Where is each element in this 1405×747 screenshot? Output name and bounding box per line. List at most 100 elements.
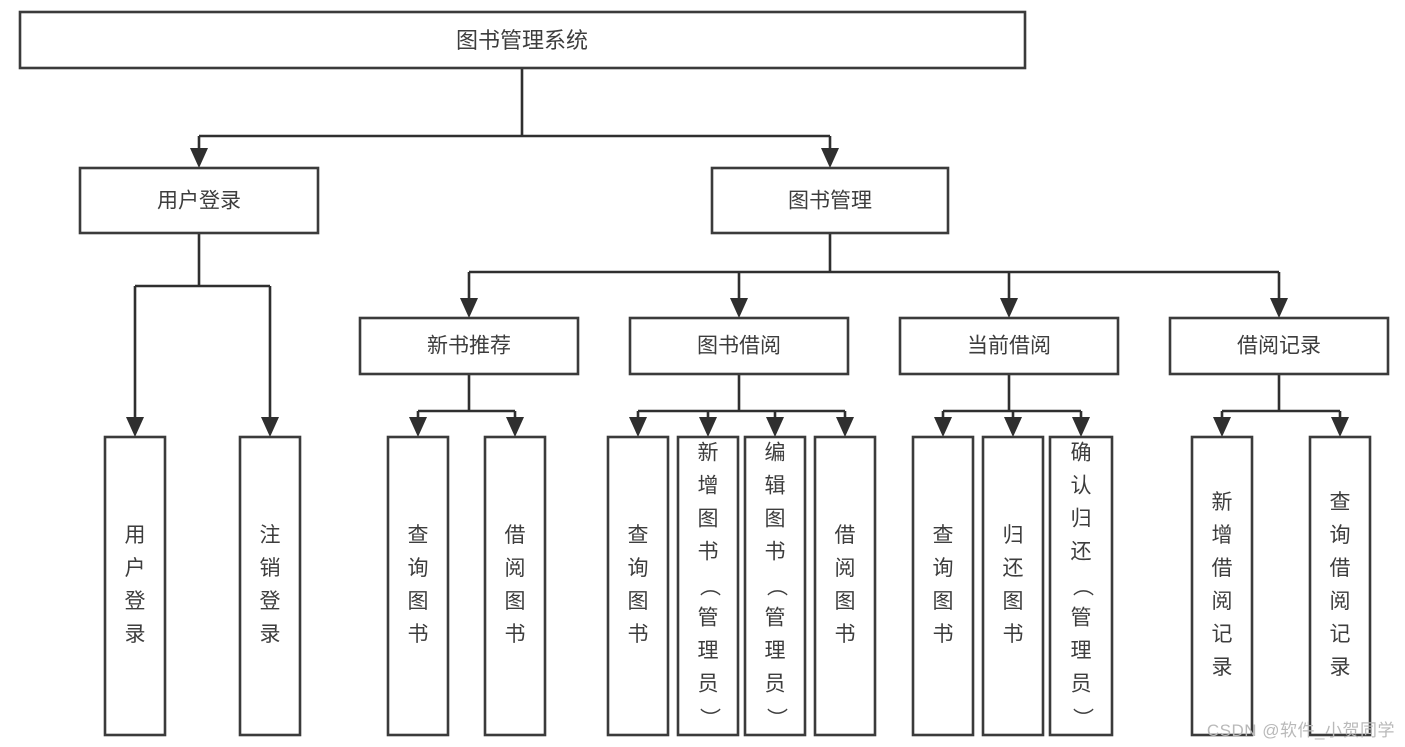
svg-text:录: 录: [260, 623, 281, 646]
svg-text:图: 图: [1003, 590, 1024, 613]
arrow-head-leaf-query-book-rec: [409, 417, 427, 437]
arrow-head-user-login: [190, 148, 208, 168]
svg-text:询: 询: [1330, 524, 1351, 547]
node-leaf-query-book-borrow-box[interactable]: [606, 435, 670, 737]
node-leaf-edit-book-box[interactable]: [743, 435, 807, 737]
node-book-borrow-box[interactable]: [628, 316, 850, 376]
node-borrow-record[interactable]: 借阅记录: [1168, 316, 1390, 376]
svg-text:）: ）: [764, 708, 787, 729]
arrow-head-book-borrow: [730, 298, 748, 318]
node-root-box[interactable]: [18, 10, 1027, 70]
node-root[interactable]: 图书管理系统: [18, 10, 1027, 70]
svg-text:阅: 阅: [505, 557, 526, 580]
node-current-borrow-box[interactable]: [898, 316, 1120, 376]
arrow-head-new-book-recommend: [460, 298, 478, 318]
svg-text:管: 管: [1071, 607, 1092, 630]
svg-text:录: 录: [1330, 656, 1351, 679]
svg-text:查: 查: [933, 524, 954, 547]
svg-text:询: 询: [408, 557, 429, 580]
node-book-manage-box[interactable]: [710, 166, 950, 235]
svg-text:新: 新: [698, 442, 719, 465]
node-current-borrow[interactable]: 当前借阅: [898, 316, 1120, 376]
node-user-login[interactable]: 用户登录: [78, 166, 320, 235]
arrow-head-leaf-borrow-book: [836, 417, 854, 437]
svg-text:查: 查: [1330, 491, 1351, 514]
watermark-csdn: CSDN @软件_小贺同学: [1206, 721, 1395, 740]
arrow-head-leaf-query-book-borrow: [629, 417, 647, 437]
node-book-manage[interactable]: 图书管理: [710, 166, 950, 235]
node-leaf-user-login-box[interactable]: [103, 435, 167, 737]
node-book-borrow-label: 图书借阅: [697, 335, 781, 358]
node-user-login-box[interactable]: [78, 166, 320, 235]
svg-text:理: 理: [698, 640, 719, 663]
svg-text:书: 书: [408, 623, 429, 646]
node-borrow-record-box[interactable]: [1168, 316, 1390, 376]
node-leaf-return-book-box[interactable]: [981, 435, 1045, 737]
svg-text:书: 书: [628, 623, 649, 646]
svg-text:图: 图: [505, 590, 526, 613]
svg-text:借: 借: [505, 524, 526, 547]
svg-text:归: 归: [1003, 524, 1024, 547]
svg-text:询: 询: [628, 557, 649, 580]
svg-text:询: 询: [933, 557, 954, 580]
arrow-head-leaf-edit-book: [766, 417, 784, 437]
svg-text:书: 书: [765, 541, 786, 564]
svg-text:（: （: [764, 576, 787, 597]
node-leaf-query-book-rec-box[interactable]: [386, 435, 450, 737]
svg-text:书: 书: [835, 623, 856, 646]
node-new-book-recommend[interactable]: 新书推荐: [358, 316, 580, 376]
svg-text:辑: 辑: [765, 475, 786, 498]
node-book-manage-label: 图书管理: [788, 190, 872, 213]
node-leaf-query-book-cur-box[interactable]: [911, 435, 975, 737]
node-leaf-user-login[interactable]: 用户登录: [103, 435, 167, 737]
svg-text:增: 增: [698, 475, 719, 498]
svg-text:记: 记: [1330, 623, 1351, 646]
svg-text:图: 图: [765, 508, 786, 531]
node-leaf-add-record-box[interactable]: [1190, 435, 1254, 737]
node-leaf-add-book-box[interactable]: [676, 435, 740, 737]
svg-text:图: 图: [835, 590, 856, 613]
node-root-label: 图书管理系统: [456, 28, 588, 53]
svg-text:新: 新: [1212, 491, 1233, 514]
svg-text:还: 还: [1003, 557, 1024, 580]
svg-text:管: 管: [698, 607, 719, 630]
node-user-login-label: 用户登录: [157, 190, 241, 213]
svg-text:理: 理: [1071, 640, 1092, 663]
node-leaf-borrow-book-box[interactable]: [813, 435, 877, 737]
svg-text:）: ）: [1070, 708, 1093, 729]
svg-text:员: 员: [698, 673, 719, 696]
svg-text:图: 图: [408, 590, 429, 613]
node-new-book-recommend-box[interactable]: [358, 316, 580, 376]
svg-text:管: 管: [765, 607, 786, 630]
node-leaf-logout-box[interactable]: [238, 435, 302, 737]
svg-text:书: 书: [933, 623, 954, 646]
svg-text:阅: 阅: [1330, 590, 1351, 613]
node-book-borrow[interactable]: 图书借阅: [628, 316, 850, 376]
arrow-head-leaf-return-book: [1004, 417, 1022, 437]
svg-text:借: 借: [1212, 557, 1233, 580]
svg-text:图: 图: [933, 590, 954, 613]
svg-text:户: 户: [125, 557, 146, 580]
node-leaf-confirm-return-box[interactable]: [1048, 435, 1114, 737]
node-leaf-borrow-book-rec-box[interactable]: [483, 435, 547, 737]
connector-userlogin-to-leaves: [133, 233, 272, 421]
node-leaf-query-record-box[interactable]: [1308, 435, 1372, 737]
